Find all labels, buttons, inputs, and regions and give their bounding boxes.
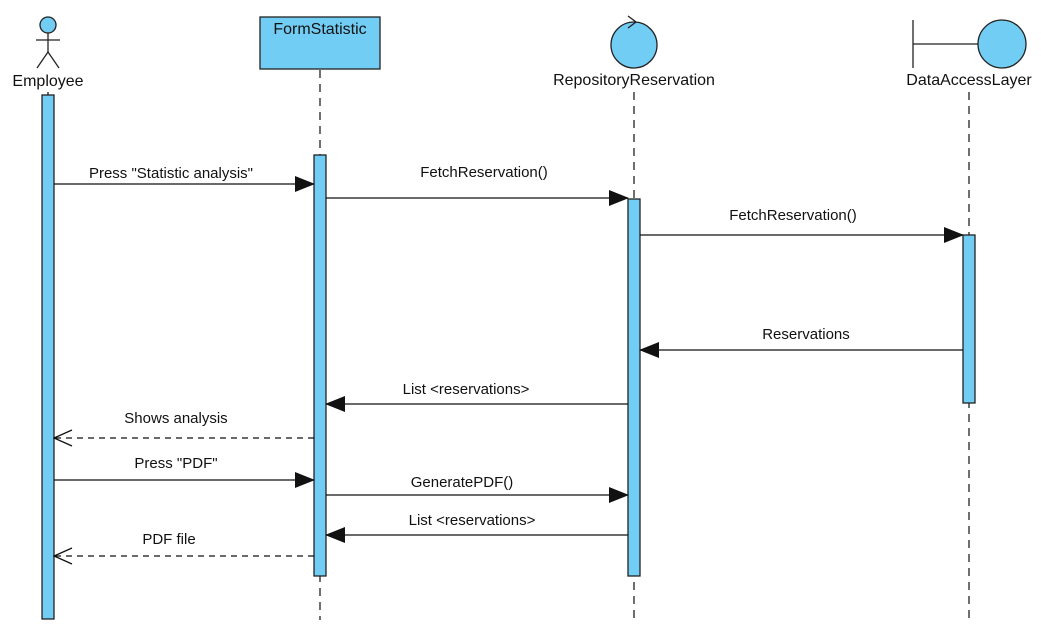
form-statistic-label: FormStatistic: [273, 21, 366, 38]
repository-activation-bar: [627, 198, 641, 577]
employee-activation-bar: [41, 94, 55, 620]
message[interactable]: Press "PDF": [54, 455, 315, 488]
message[interactable]: FetchReservation(): [640, 207, 964, 243]
form-statistic-box[interactable]: [259, 16, 381, 70]
message-label: Press "Statistic analysis": [89, 165, 253, 182]
message[interactable]: List <reservations>: [325, 381, 628, 412]
message[interactable]: PDF file: [54, 531, 314, 556]
data-access-layer-label: DataAccessLayer: [906, 72, 1032, 89]
message[interactable]: FetchReservation(): [326, 164, 629, 206]
message[interactable]: GeneratePDF(): [326, 474, 629, 503]
message[interactable]: Press "Statistic analysis": [54, 165, 315, 192]
control-icon[interactable]: [610, 15, 658, 69]
dal-activation-bar: [962, 234, 976, 404]
message[interactable]: List <reservations>: [325, 512, 628, 543]
message-label: Shows analysis: [124, 410, 227, 427]
boundary-icon[interactable]: [912, 19, 1027, 69]
employee-actor-icon[interactable]: [36, 16, 60, 69]
form-activation-bar: [313, 154, 327, 577]
message-label: FetchReservation(): [420, 164, 548, 181]
message-label: PDF file: [142, 531, 195, 548]
message-label: FetchReservation(): [729, 207, 857, 224]
message-label: Reservations: [762, 326, 850, 343]
message-label: Press "PDF": [134, 455, 217, 472]
message[interactable]: Shows analysis: [54, 410, 314, 438]
message-label: List <reservations>: [403, 381, 530, 398]
message[interactable]: Reservations: [639, 326, 963, 358]
repository-reservation-label: RepositoryReservation: [553, 72, 715, 89]
employee-label: Employee: [12, 73, 83, 90]
message-label: List <reservations>: [409, 512, 536, 529]
message-label: GeneratePDF(): [411, 474, 514, 491]
